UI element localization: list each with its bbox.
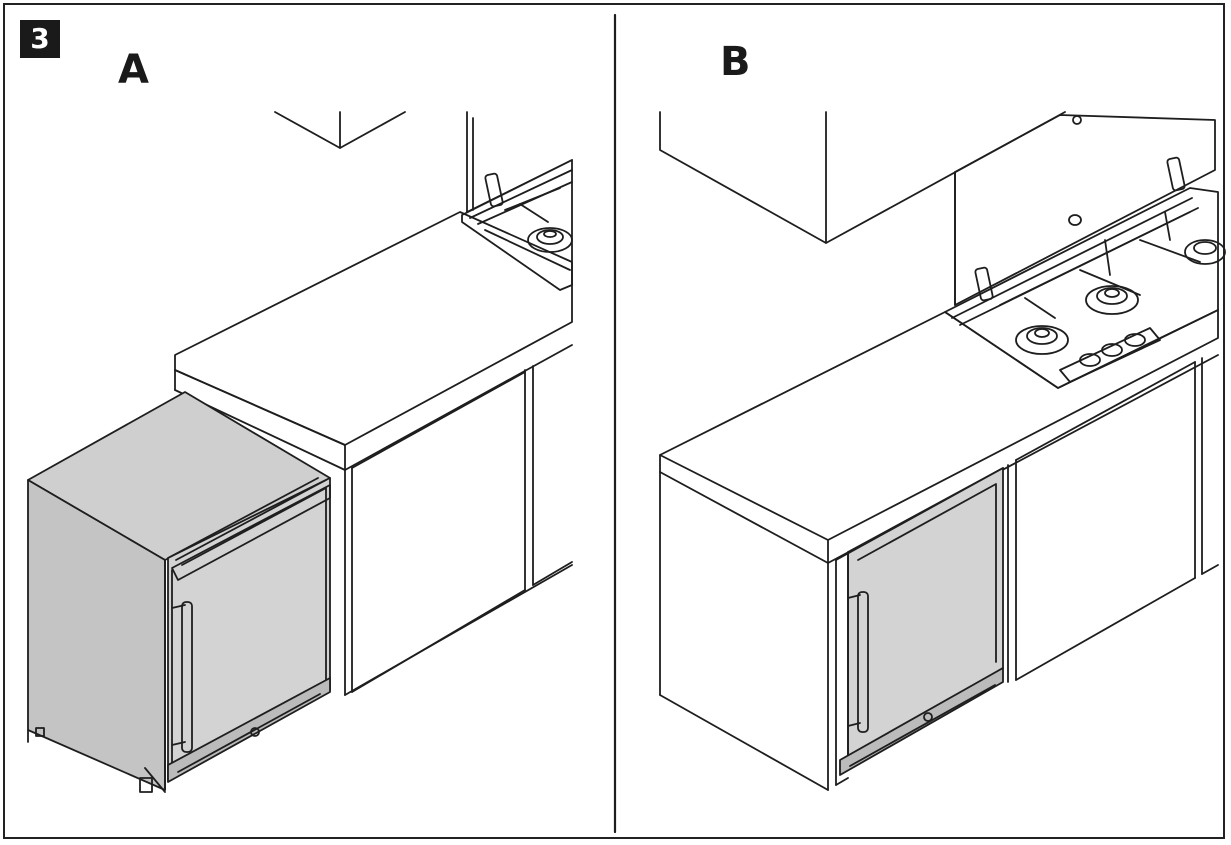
panel-a-drawing (27, 111, 573, 793)
panel-b-drawing (659, 111, 1226, 791)
hob-lid-a (466, 111, 573, 213)
panel-label-a: A (118, 47, 149, 93)
countertop-a (174, 211, 573, 471)
gas-hob-b (944, 156, 1226, 389)
base-cabinet-b (1007, 357, 1219, 683)
panel-label-b: B (720, 39, 751, 85)
cooler-handle-b (857, 591, 869, 733)
wine-cooler-b (835, 467, 1004, 786)
base-cabinet-a (344, 365, 573, 696)
gas-hob-a (461, 159, 573, 291)
cooler-handle-a (181, 601, 193, 753)
upper-cabinet-b (659, 111, 1066, 244)
step-number-badge: 3 (20, 20, 60, 58)
end-cabinet-b (659, 471, 837, 791)
wine-cooler-a (27, 391, 331, 793)
hob-lid-b (954, 114, 1216, 306)
